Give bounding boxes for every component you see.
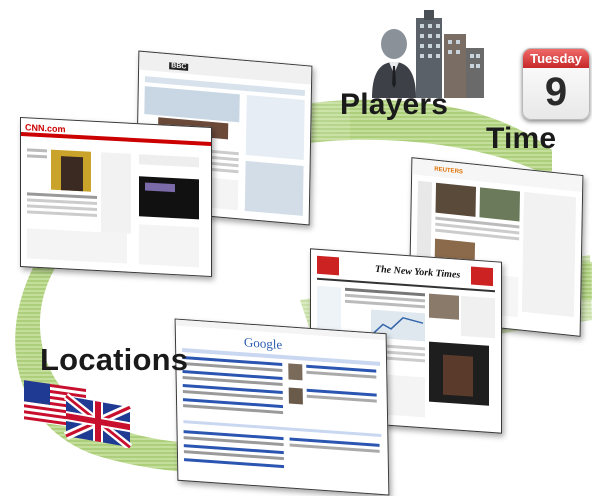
- cnn-logo: CNN.com: [25, 122, 66, 135]
- locations-label: Locations: [40, 342, 189, 377]
- webpage-thumbnail-cnn: CNN.com: [20, 116, 212, 278]
- webpage-thumbnail-google: Google: [174, 318, 390, 496]
- calendar-day-number: 9: [544, 70, 568, 114]
- calendar-icon: Tuesday 9: [522, 48, 590, 120]
- businessman-with-buildings-icon: [372, 10, 484, 98]
- time-label: Time: [486, 122, 557, 155]
- google-logo: Google: [243, 334, 283, 353]
- us-uk-flags-icon: [24, 380, 133, 448]
- calendar-weekday: Tuesday: [523, 49, 589, 68]
- players-label: Players: [340, 88, 449, 121]
